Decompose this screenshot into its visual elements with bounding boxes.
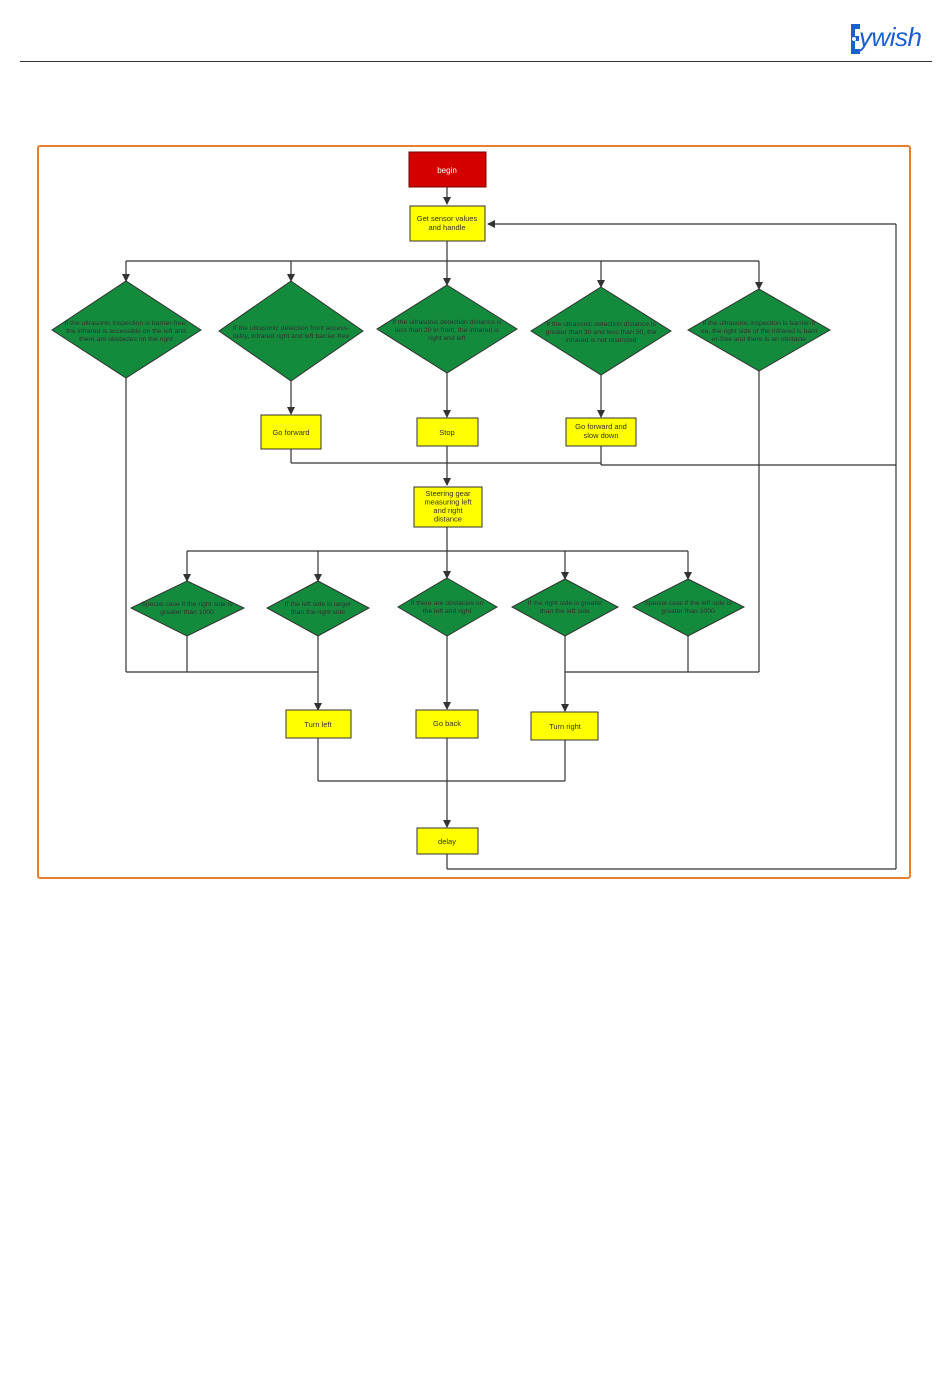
connectors — [122, 187, 897, 870]
node-label-line: ibility, infrared right and left barrier… — [233, 333, 349, 340]
node-label-line: Stop — [439, 428, 454, 437]
delay-node — [416, 827, 479, 855]
gear-icon — [851, 24, 860, 54]
decision-top-4 — [530, 286, 672, 376]
steering-node — [413, 486, 483, 528]
delay-label: delay — [438, 837, 456, 846]
node-label-line: Go forward and — [575, 422, 627, 431]
node-label-line: distance — [434, 515, 462, 524]
header-divider — [20, 61, 932, 62]
decision-bottom-5 — [631, 578, 746, 637]
header-logo: ywish — [849, 20, 931, 60]
start-node-label: begin — [437, 166, 457, 175]
turn-left-label: Turn left — [304, 720, 332, 729]
node-label-line: Steering gear — [425, 489, 471, 498]
node-label-line: If the ultrasonic inspection is barrier-… — [65, 320, 188, 327]
decision-top-3 — [376, 284, 518, 374]
node-label-line: Go back — [433, 719, 461, 728]
node-label-line: than the right side — [291, 609, 345, 616]
node-label-line: measuring left — [424, 498, 472, 507]
decision-top-1 — [51, 280, 202, 379]
logo-text: ywish — [859, 22, 922, 52]
node-label-line: and right — [433, 506, 463, 515]
stop-label: Stop — [439, 428, 454, 437]
decision-top-2 — [218, 280, 364, 382]
node-label-line: If the ultrasonic inspection is barrier-… — [702, 320, 816, 327]
decision-top-5 — [687, 288, 831, 372]
go-forward-node — [260, 414, 322, 450]
node-label-line: If the ultrasonic detection distance is — [546, 321, 656, 328]
node-label-line: If the right side is greater — [528, 600, 604, 607]
decision-top-2-label: If the ultrasonic detection front access… — [233, 325, 350, 340]
node-label-line: the infrared is accessible on the left a… — [66, 328, 186, 335]
node-label-line: right and left — [428, 335, 466, 342]
go-forward-slow-node — [565, 417, 637, 447]
node-label-line: If the left side is larger — [285, 601, 352, 608]
node-label-line: greater than 1000 — [160, 609, 214, 616]
node-label-line: slow down — [583, 431, 618, 440]
node-label-line: infrared is not restricted — [565, 337, 636, 344]
node-label-line: the left and right — [423, 608, 472, 615]
decision-bottom-1 — [129, 580, 246, 637]
turn-right-node — [530, 711, 599, 741]
node-label-line: delay — [438, 837, 456, 846]
node-label-line: ee, the right side of the infrared is ba… — [701, 328, 818, 335]
decision-top-1-label: If the ultrasonic inspection is barrier-… — [65, 320, 188, 343]
node-label-line: Special case if the left side is — [644, 600, 732, 607]
node-label-line: less than 20 in front, the infrared is — [395, 327, 500, 334]
decision-bottom-4 — [510, 578, 620, 637]
decision-bottom-3 — [397, 577, 498, 637]
go-forward-label: Go forward — [272, 428, 309, 437]
node-label-line: and handle — [428, 223, 465, 232]
node-label-line: Turn right — [549, 722, 582, 731]
sensor-node — [409, 205, 486, 242]
node-label-line: greater than 30 and less than 50, the — [545, 329, 656, 336]
node-label-line: If the ultrasonic detection front access… — [233, 325, 349, 332]
go-back-label: Go back — [433, 719, 461, 728]
node-label-line: than the left side — [540, 608, 590, 615]
node-label-line: If the ultrasonic detection distance is — [392, 319, 502, 326]
decision-top-5-label: If the ultrasonic inspection is barrier-… — [701, 320, 818, 343]
stop-node — [416, 417, 479, 447]
node-label-line: greater than 1000 — [661, 608, 715, 615]
turn-left-node — [285, 709, 352, 739]
turn-right-label: Turn right — [549, 722, 582, 731]
go-back-node — [415, 709, 479, 739]
node-label-line: If there are obstacles on — [411, 600, 484, 607]
node-label-line: Go forward — [272, 428, 309, 437]
node-label-line: er-free and there is an obstacle — [712, 336, 806, 343]
start-node — [408, 151, 487, 188]
decision-bottom-2 — [265, 580, 371, 637]
node-label-line: there are obstacles on the right — [79, 336, 173, 343]
diagram-frame — [37, 145, 911, 879]
node-label-line: Special case if the right side is — [141, 601, 233, 608]
node-label-line: Turn left — [304, 720, 332, 729]
node-label-line: Get sensor values — [417, 214, 478, 223]
